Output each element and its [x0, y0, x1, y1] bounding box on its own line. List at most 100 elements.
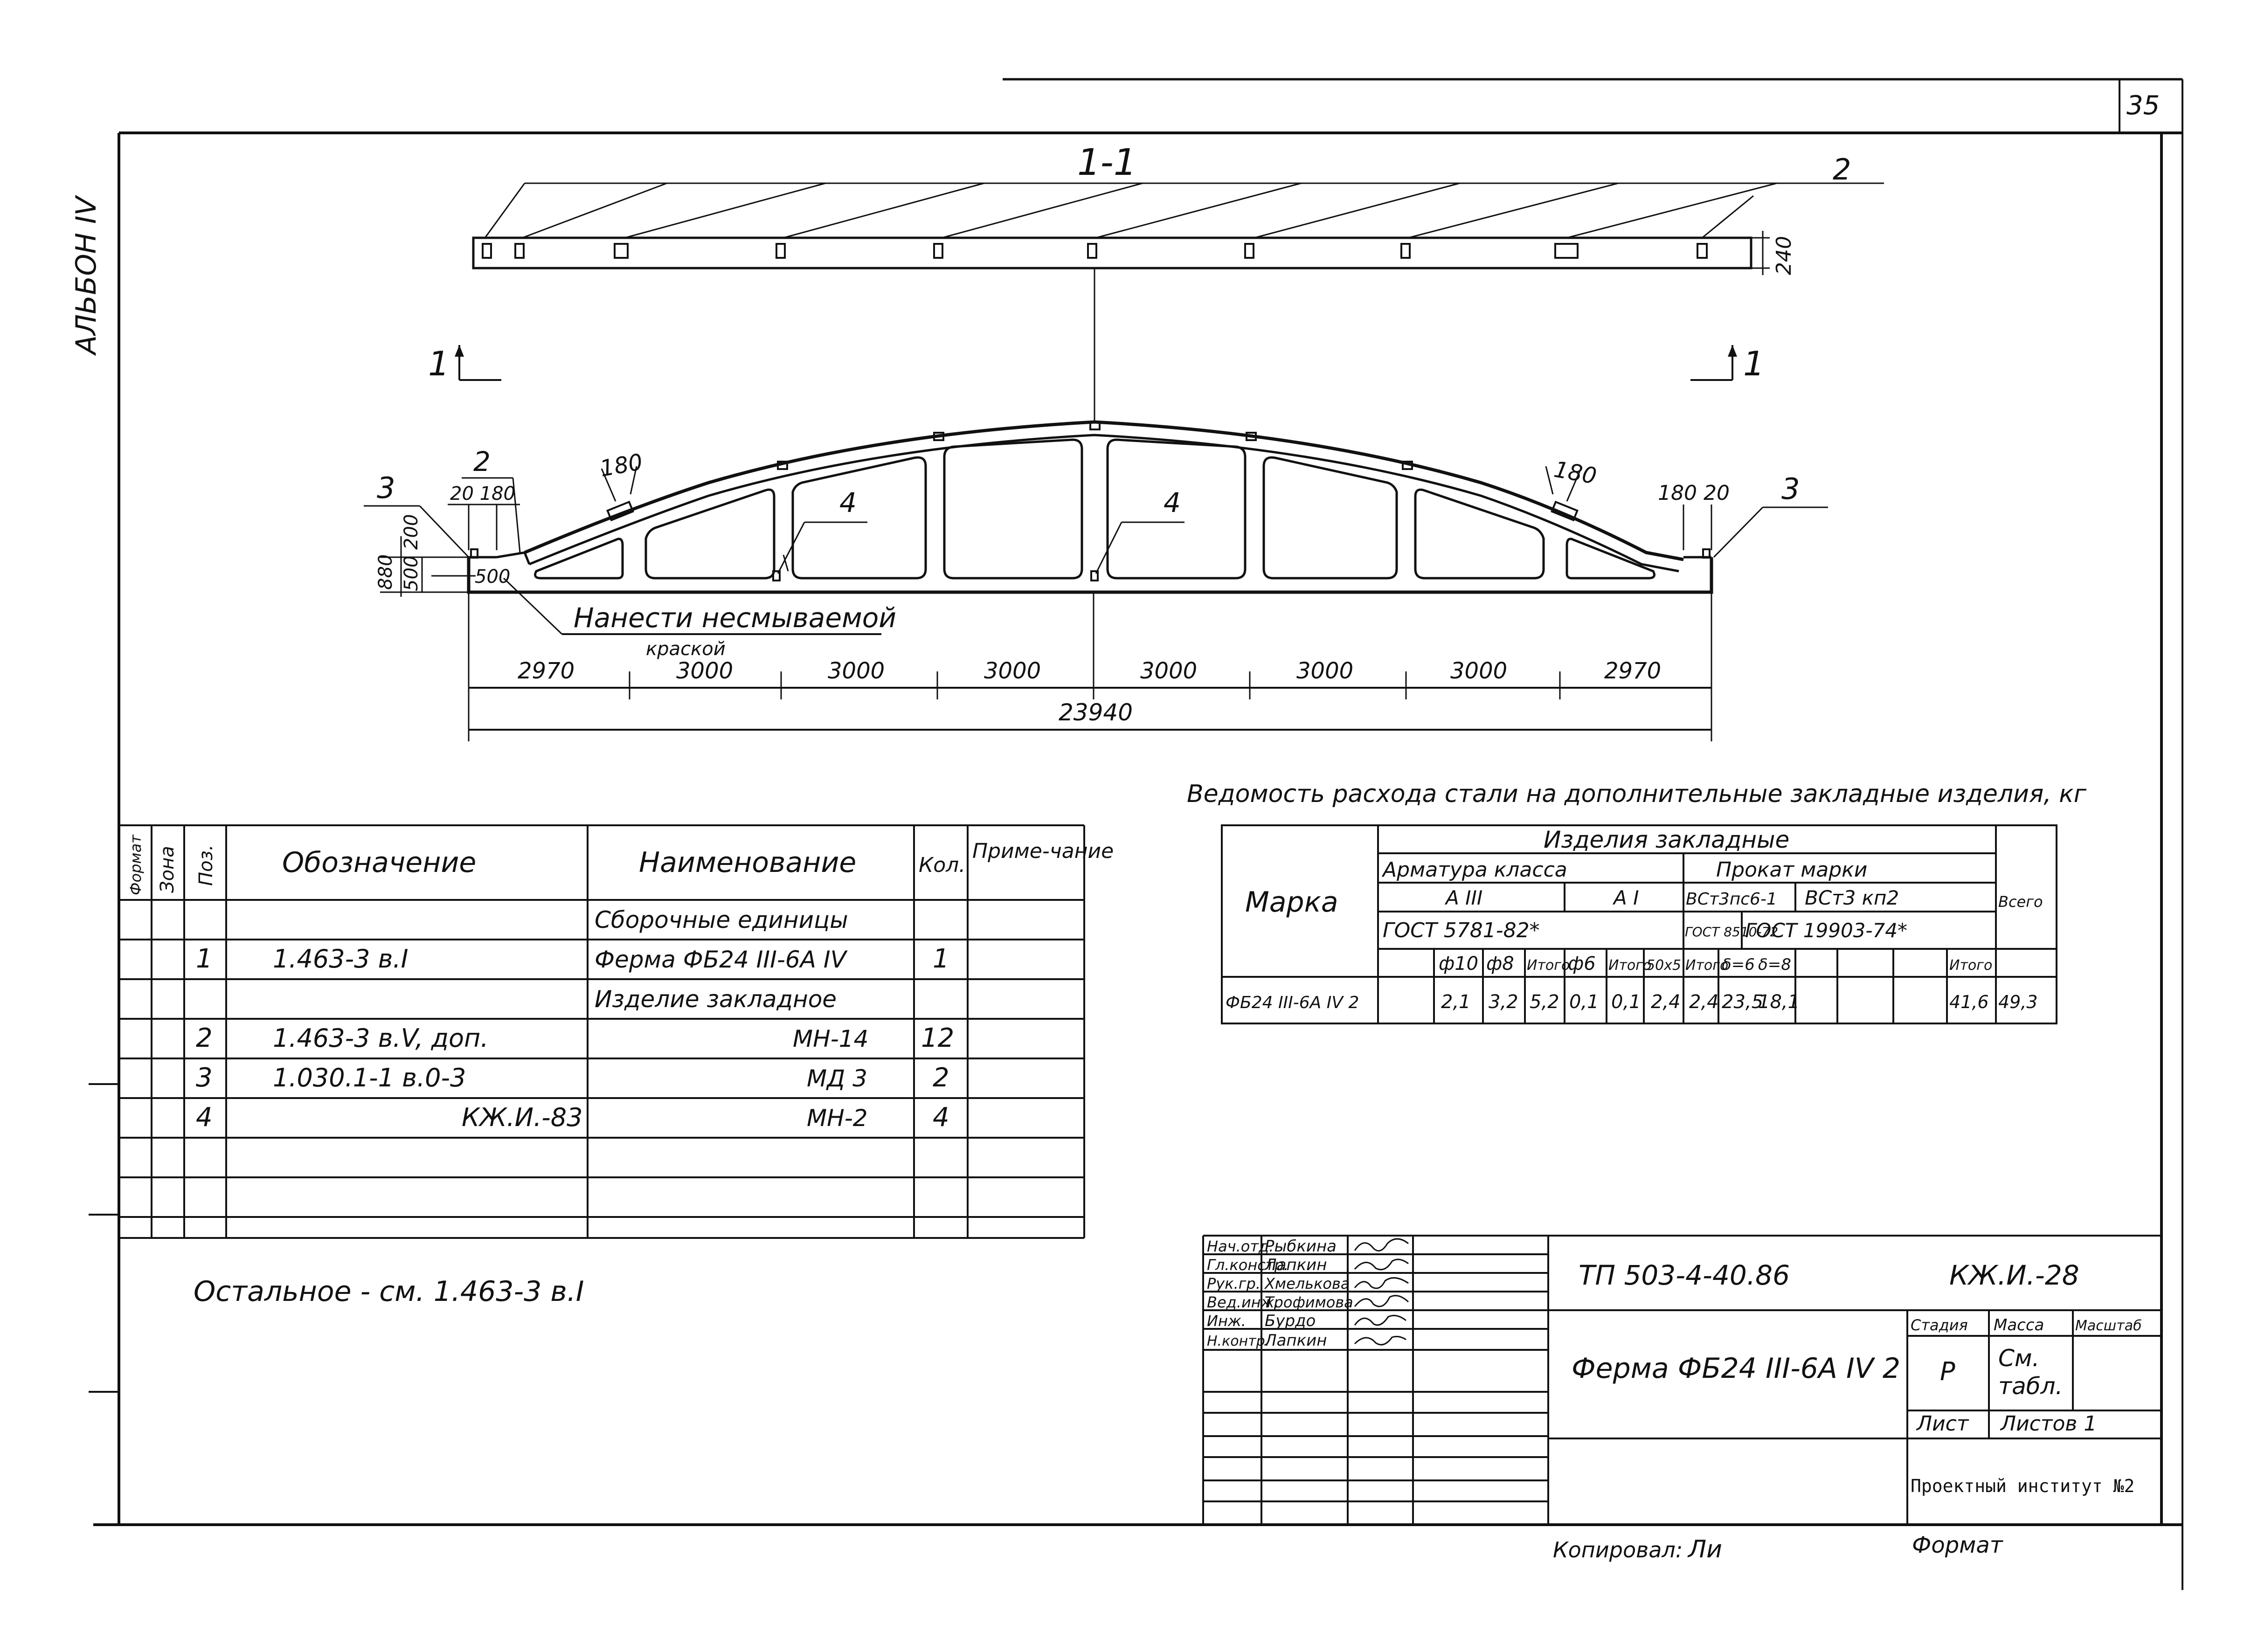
svg-text:3: 3	[377, 471, 395, 505]
svg-text:20 180: 20 180	[450, 483, 515, 505]
svg-text:ФБ24 III-6А IV 2: ФБ24 III-6А IV 2	[1226, 993, 1359, 1012]
svg-text:КЖ.И.-83: КЖ.И.-83	[462, 1103, 582, 1132]
svg-text:Кол.: Кол.	[919, 853, 965, 877]
strip-height-dim: 240	[1772, 236, 1796, 275]
embedded-plates	[482, 243, 1708, 259]
svg-text:180 20: 180 20	[1658, 481, 1730, 505]
svg-text:1.463-3 в.I: 1.463-3 в.I	[273, 944, 409, 974]
product-name: Ферма ФБ24 III-6А IV 2	[1572, 1352, 1900, 1385]
svg-text:Ферма ФБ24 III-6А IV: Ферма ФБ24 III-6А IV	[595, 946, 848, 973]
svg-text:Приме-чание: Приме-чание	[972, 839, 1114, 863]
steel-table-title: Ведомость расхода стали на дополнительны…	[1187, 780, 2087, 808]
svg-text:Лапкин: Лапкин	[1264, 1331, 1327, 1350]
svg-text:Зона: Зона	[157, 846, 178, 893]
svg-text:Р: Р	[1940, 1357, 1955, 1386]
svg-text:Рук.гр.: Рук.гр.	[1207, 1275, 1261, 1293]
svg-text:1: 1	[196, 944, 213, 974]
svg-text:Марка: Марка	[1245, 886, 1338, 919]
svg-text:3000: 3000	[1140, 658, 1197, 684]
format-label: Формат	[1912, 1532, 2004, 1558]
svg-text:МН-14: МН-14	[793, 1025, 868, 1052]
svg-text:2,4: 2,4	[1689, 991, 1719, 1013]
svg-text:δ=8: δ=8	[1758, 955, 1791, 974]
svg-text:880: 880	[375, 554, 396, 590]
svg-text:Н.контр.: Н.контр.	[1207, 1333, 1269, 1349]
specification-table: Формат Зона Поз. Обозначение Наименовани…	[119, 824, 1114, 1239]
svg-text:3,2: 3,2	[1489, 991, 1518, 1013]
dimension-chain: 2970 3000 3000 3000 3000 3000 3000 2970 …	[468, 592, 1712, 741]
remainder-note: Остальное - см. 1.463-3 в.I	[194, 1275, 584, 1308]
svg-text:2,1: 2,1	[1441, 991, 1471, 1013]
top-chord-strip	[472, 236, 1752, 270]
svg-text:Вед.инж.: Вед.инж.	[1207, 1293, 1279, 1311]
svg-text:Наименование: Наименование	[639, 846, 856, 879]
svg-text:1: 1	[428, 344, 450, 383]
svg-text:1.463-3 в.V, доп.: 1.463-3 в.V, доп.	[273, 1023, 489, 1053]
svg-text:Инж.: Инж.	[1207, 1312, 1246, 1330]
svg-text:50х5: 50х5	[1646, 957, 1681, 974]
svg-text:41,6: 41,6	[1949, 992, 1989, 1012]
svg-text:500: 500	[475, 566, 510, 588]
svg-text:Итого: Итого	[1608, 957, 1651, 974]
spec-row: 4 КЖ.И.-83 МН-2 4	[196, 1102, 949, 1133]
svg-text:2: 2	[196, 1023, 213, 1053]
svg-text:3000: 3000	[1450, 658, 1507, 684]
svg-text:3000: 3000	[828, 658, 885, 684]
svg-text:краской: краской	[646, 638, 726, 660]
svg-text:Рыбкина: Рыбкина	[1265, 1237, 1337, 1256]
section-title: 1-1	[1077, 142, 1136, 184]
page-number: 35	[2126, 90, 2160, 121]
svg-text:Сборочные единицы: Сборочные единицы	[595, 906, 848, 933]
svg-text:18,1: 18,1	[1758, 991, 1800, 1013]
svg-text:3000: 3000	[1296, 658, 1353, 684]
steel-table: Марка Изделия закладные Арматура класса …	[1221, 824, 2057, 1024]
svg-text:Масса: Масса	[1994, 1316, 2044, 1334]
svg-text:Нанести несмываемой: Нанести несмываемой	[574, 602, 896, 634]
svg-text:ф6: ф6	[1568, 953, 1596, 975]
svg-text:МН-2: МН-2	[807, 1105, 868, 1132]
svg-text:Арматура класса: Арматура класса	[1381, 858, 1567, 882]
svg-text:0,1: 0,1	[1569, 991, 1599, 1013]
svg-text:МД 3: МД 3	[807, 1065, 867, 1092]
svg-text:4: 4	[839, 487, 857, 518]
spec-row: 3 1.030.1-1 в.0-3 МД 3 2	[196, 1063, 949, 1093]
svg-text:ГОСТ 5781-82*: ГОСТ 5781-82*	[1383, 919, 1540, 942]
spec-row: Сборочные единицы	[595, 906, 848, 933]
svg-text:Стадия: Стадия	[1911, 1316, 1968, 1334]
svg-text:4: 4	[196, 1102, 213, 1133]
svg-text:А I: А I	[1612, 886, 1639, 909]
sheet-code: КЖ.И.-28	[1949, 1259, 2079, 1291]
svg-text:Масштаб: Масштаб	[2075, 1318, 2142, 1334]
title-block: Нач.отд. Гл.констр. Рук.гр. Вед.инж. Инж…	[1202, 1235, 2161, 1525]
svg-text:1: 1	[933, 944, 949, 974]
spec-row: Изделие закладное	[595, 986, 837, 1013]
copied-signature: Ли	[1687, 1535, 1722, 1563]
svg-text:ф8: ф8	[1486, 953, 1514, 975]
steel-subheader: ф10 ф8 Итого ф6 Итого 50х5 Итого δ=6 δ=8…	[1439, 953, 1992, 975]
svg-text:3000: 3000	[676, 658, 733, 684]
svg-text:ВСт3пс6-1: ВСт3пс6-1	[1686, 890, 1777, 909]
svg-text:23,5: 23,5	[1722, 991, 1763, 1013]
svg-text:А III: А III	[1444, 886, 1482, 909]
svg-text:2,4: 2,4	[1651, 991, 1681, 1013]
svg-text:49,3: 49,3	[1998, 992, 2038, 1012]
svg-text:4: 4	[933, 1102, 949, 1133]
signature-roles: Нач.отд. Гл.констр. Рук.гр. Вед.инж. Инж…	[1207, 1237, 1288, 1349]
svg-text:Всего: Всего	[1998, 893, 2043, 911]
svg-text:3: 3	[196, 1063, 213, 1093]
svg-text:Формат: Формат	[127, 834, 145, 895]
svg-text:Листов 1: Листов 1	[2000, 1412, 2097, 1436]
svg-text:ГОСТ 19903-74*: ГОСТ 19903-74*	[1745, 919, 1907, 942]
svg-text:Изделия закладные: Изделия закладные	[1544, 826, 1789, 853]
svg-text:табл.: табл.	[1998, 1373, 2063, 1400]
svg-text:12: 12	[921, 1023, 954, 1053]
sheet-frame	[89, 78, 2183, 1590]
svg-text:δ=6: δ=6	[1722, 955, 1755, 974]
svg-text:4: 4	[1164, 487, 1181, 518]
svg-text:180: 180	[598, 449, 644, 482]
svg-text:1: 1	[1743, 344, 1765, 383]
strip-hatching	[484, 182, 1777, 239]
section-top-pos: 2	[1833, 152, 1851, 187]
svg-text:Лапкин: Лапкин	[1264, 1256, 1327, 1274]
